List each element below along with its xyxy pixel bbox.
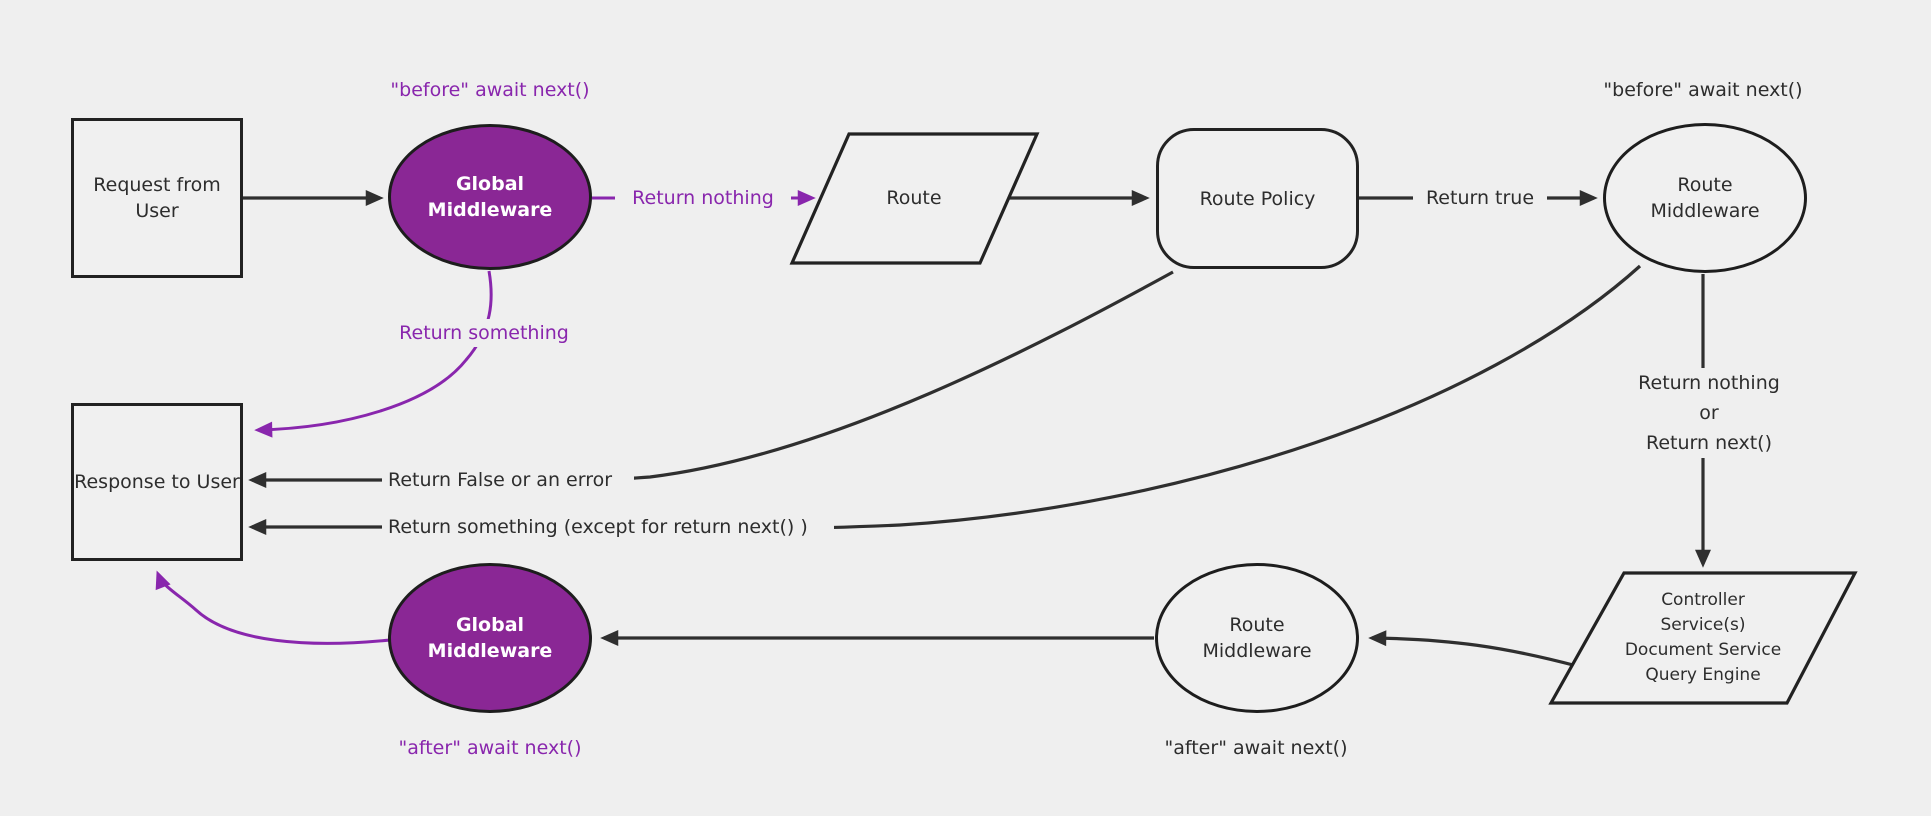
node-global-middleware-bottom-label: Global Middleware: [427, 614, 553, 662]
label-before-await-next-route-text: "before" await next(): [1603, 79, 1803, 101]
label-before-await-next-global: "before" await next(): [360, 76, 620, 104]
label-after-await-next-global-text: "after" await next(): [398, 737, 582, 759]
node-route-label: Route: [814, 172, 1014, 224]
node-response-to-user: Response to User: [71, 403, 243, 561]
label-after-await-next-global: "after" await next(): [360, 734, 620, 762]
node-global-middleware-top-label: Global Middleware: [427, 173, 553, 221]
label-return-nothing-text: Return nothing: [632, 187, 774, 209]
label-before-await-next-route: "before" await next(): [1573, 76, 1833, 104]
controller-line-2: Service(s): [1660, 615, 1746, 635]
label-return-nothing-or-line1: Return nothing: [1638, 372, 1780, 394]
label-return-false: Return False or an error: [382, 466, 634, 494]
node-route-policy: Route Policy: [1156, 128, 1359, 269]
label-return-nothing-or-line2: or: [1699, 402, 1719, 424]
node-route-middleware-top: Route Middleware: [1603, 123, 1807, 273]
controller-line-4: Query Engine: [1645, 665, 1761, 685]
node-controller-label: Controller Service(s) Document Service Q…: [1583, 585, 1823, 691]
controller-line-3: Document Service: [1624, 640, 1782, 660]
label-before-await-next-global-text: "before" await next(): [390, 79, 590, 101]
label-after-await-next-route: "after" await next(): [1126, 734, 1386, 762]
label-return-false-text: Return False or an error: [388, 469, 613, 491]
label-return-nothing-or-line3: Return next(): [1645, 432, 1772, 454]
edge-global-middleware-to-response: [254, 270, 493, 438]
node-request-from-user-label: Request from User: [93, 174, 221, 222]
edge-route-policy-to-response: [248, 270, 1174, 488]
label-return-something-text: Return something: [399, 322, 569, 344]
label-return-true-text: Return true: [1425, 187, 1535, 209]
node-route-middleware-top-label: Route Middleware: [1650, 174, 1760, 222]
label-return-something-except-text: Return something (except for return next…: [388, 516, 808, 538]
node-route-label-text: Route: [886, 187, 942, 209]
route-parallelogram-shape: [789, 132, 1040, 265]
node-route-middleware-bottom: Route Middleware: [1155, 563, 1359, 713]
node-response-to-user-label: Response to User: [74, 471, 240, 493]
node-global-middleware-bottom: Global Middleware: [388, 563, 592, 713]
controller-parallelogram-shape: [1548, 571, 1858, 705]
label-return-something: Return something: [388, 319, 580, 347]
edge-global-middleware-bottom-to-response: [155, 570, 391, 645]
label-return-nothing-or-next: Return nothing or Return next(): [1615, 368, 1803, 458]
label-return-something-except: Return something (except for return next…: [382, 513, 834, 541]
label-return-nothing: Return nothing: [615, 184, 791, 212]
node-global-middleware-top: Global Middleware: [388, 124, 592, 270]
node-route-middleware-bottom-label: Route Middleware: [1202, 614, 1312, 662]
node-request-from-user: Request from User: [71, 118, 243, 278]
label-after-await-next-route-text: "after" await next(): [1164, 737, 1348, 759]
controller-line-1: Controller: [1661, 590, 1745, 610]
edge-controller-to-route-middleware-bottom: [1368, 630, 1578, 668]
node-route-policy-label: Route Policy: [1199, 187, 1316, 210]
label-return-true: Return true: [1413, 184, 1547, 212]
